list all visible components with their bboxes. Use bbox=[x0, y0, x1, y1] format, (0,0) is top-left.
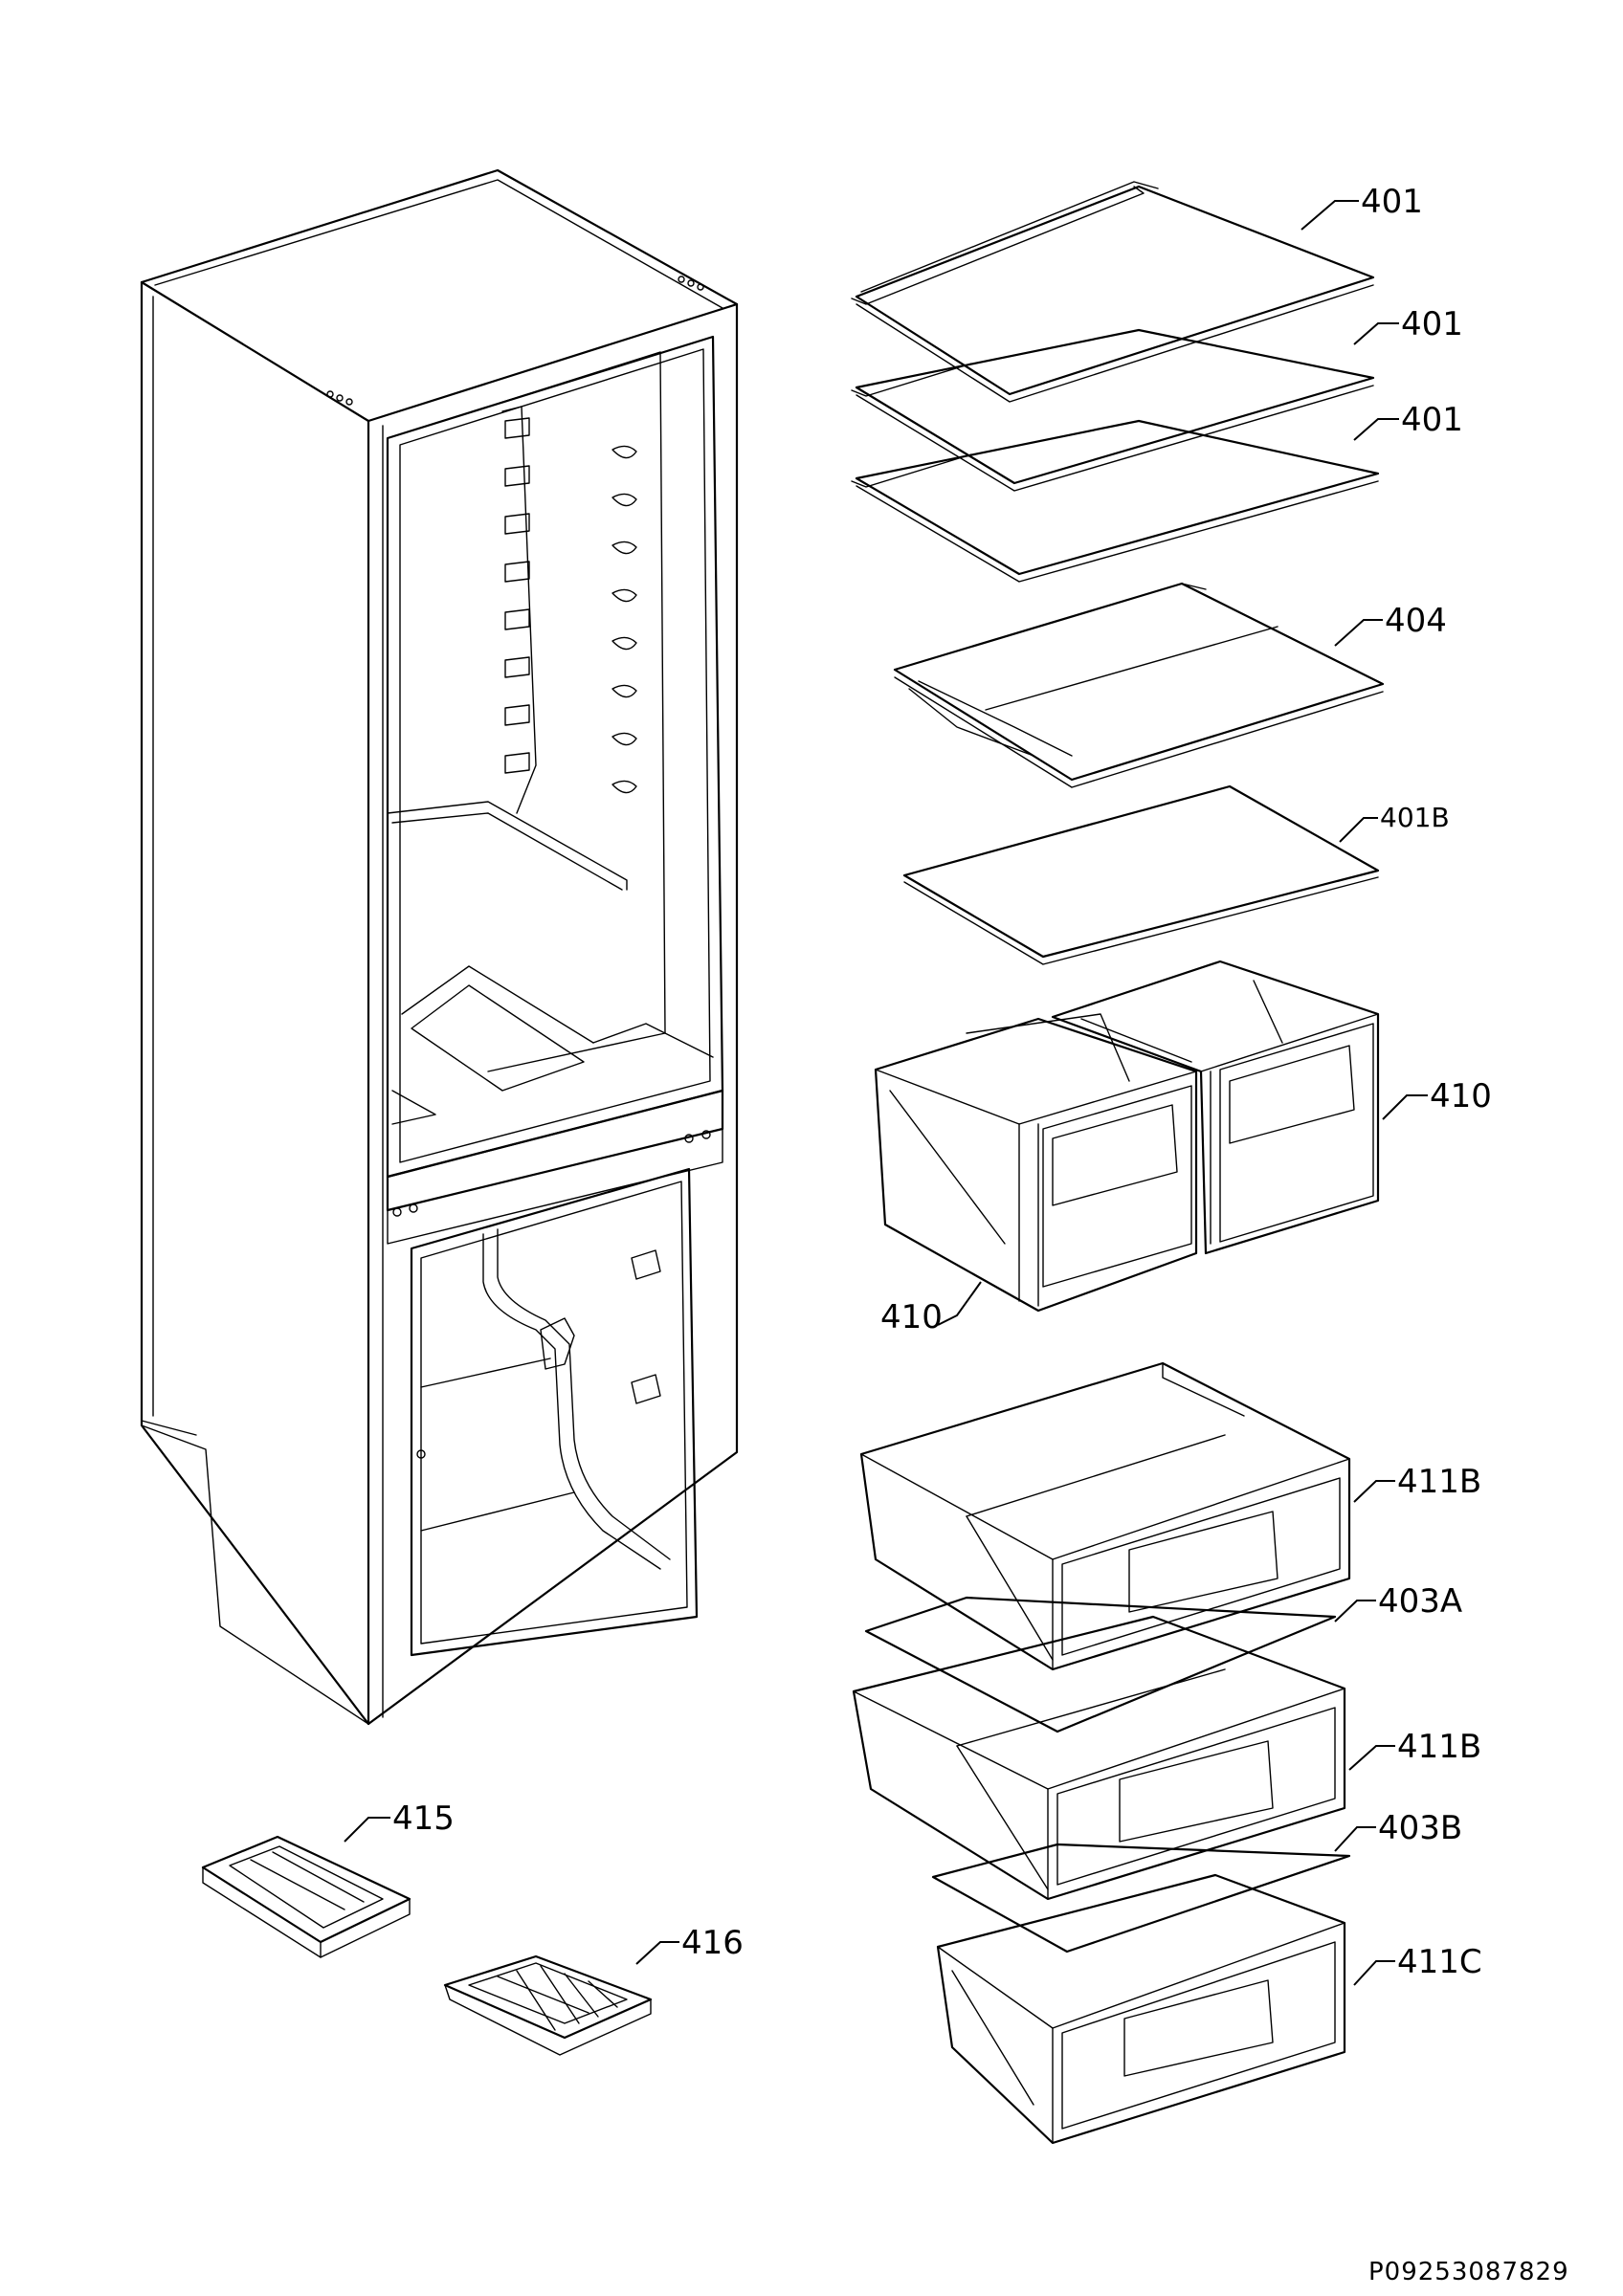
leader-lines bbox=[344, 200, 1428, 1986]
label-404: 404 bbox=[1385, 602, 1447, 640]
refrigerator-cabinet bbox=[140, 168, 739, 1726]
crisper-410-left bbox=[874, 1013, 1198, 1313]
glass-cover-401B bbox=[902, 784, 1380, 965]
label-401-top: 401 bbox=[1361, 183, 1423, 221]
label-401-lower: 401 bbox=[1401, 401, 1463, 439]
label-411B-middle: 411B bbox=[1397, 1728, 1481, 1766]
wall-vents bbox=[611, 445, 637, 794]
crisper-410-right bbox=[1051, 960, 1380, 1255]
label-410-right: 410 bbox=[1430, 1077, 1492, 1115]
label-403B: 403B bbox=[1378, 1809, 1462, 1847]
label-401-middle: 401 bbox=[1401, 305, 1463, 343]
drawer-411B-middle bbox=[852, 1615, 1346, 1901]
plate-403B bbox=[931, 1843, 1351, 1954]
label-410-left: 410 bbox=[880, 1298, 943, 1336]
ice-tray-416 bbox=[443, 1954, 653, 2056]
drawer-411B-top bbox=[859, 1361, 1351, 1671]
plate-403A bbox=[864, 1596, 1337, 1733]
shelf-401-lower bbox=[851, 419, 1380, 583]
label-403A: 403A bbox=[1378, 1582, 1462, 1621]
drawer-411C-bottom bbox=[936, 1873, 1346, 2145]
part-labels: 401 401 401 404 401B 410 410 411B 403A 4… bbox=[392, 183, 1492, 1981]
shelf-support-notches bbox=[504, 417, 530, 774]
label-411C: 411C bbox=[1397, 1943, 1482, 1981]
label-415: 415 bbox=[392, 1799, 455, 1838]
label-411B-top: 411B bbox=[1397, 1463, 1481, 1501]
label-401B: 401B bbox=[1380, 802, 1450, 833]
document-id: P09253087829 bbox=[1368, 2258, 1569, 2286]
label-416: 416 bbox=[681, 1924, 744, 1962]
ice-tray-cover-415 bbox=[201, 1835, 411, 1958]
split-shelf-404 bbox=[893, 582, 1385, 788]
shelf-401-middle bbox=[851, 328, 1375, 492]
shelf-401-top bbox=[851, 181, 1375, 403]
